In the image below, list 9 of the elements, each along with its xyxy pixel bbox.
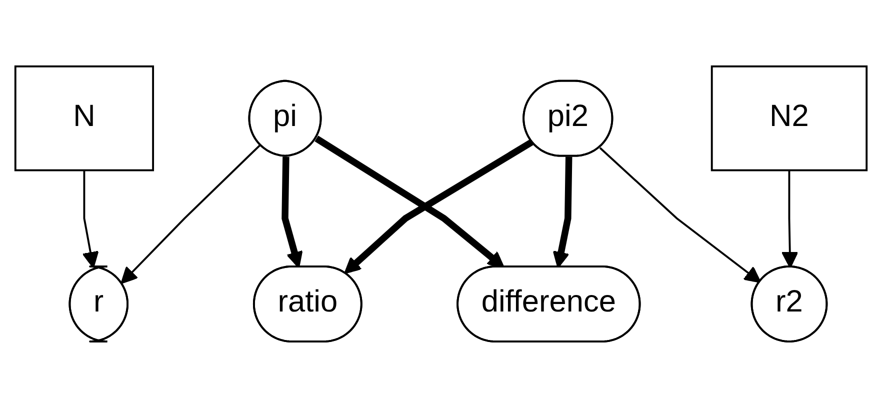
arrow bbox=[344, 138, 534, 274]
arrow bbox=[120, 144, 261, 284]
arrow bbox=[314, 135, 505, 268]
arrow bbox=[599, 146, 762, 283]
node-box: N2 bbox=[710, 64, 868, 171]
arrow bbox=[552, 156, 572, 268]
arrow bbox=[781, 170, 798, 268]
arrow bbox=[282, 156, 303, 268]
node-box: N bbox=[14, 64, 154, 171]
